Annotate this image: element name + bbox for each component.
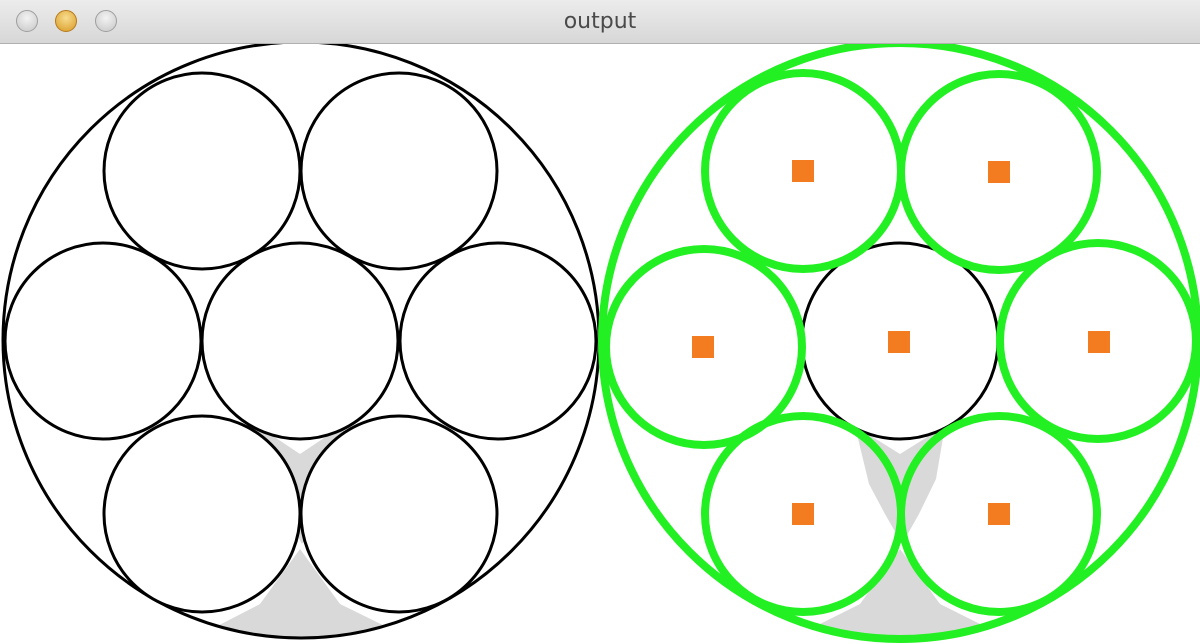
right-middle-left-detected-circle [602, 245, 806, 449]
output-canvas [0, 44, 1200, 644]
left-top-right-circle [299, 71, 499, 271]
left-bottom-lower-gap [198, 549, 405, 638]
right-bottom-right-detected-circle [897, 412, 1101, 616]
left-middle-right-circle [398, 241, 598, 441]
left-top-left-circle [102, 71, 302, 271]
left-middle-center-circle [200, 241, 400, 441]
left-bottom-left-circle [102, 414, 302, 614]
title-bar: output [0, 0, 1200, 44]
right-bottom-lower-gap [796, 549, 1004, 639]
window-title: output [563, 9, 637, 34]
zoom-icon[interactable] [95, 10, 117, 32]
left-circle-pack [1, 44, 601, 640]
center-marker-bottom-left [792, 503, 814, 525]
center-marker-top-left [792, 160, 814, 182]
circle-detection-output [1, 44, 1200, 643]
left-middle-left-circle [3, 241, 203, 441]
minimize-icon[interactable] [55, 10, 77, 32]
center-marker-middle-left [692, 336, 714, 358]
right-top-right-detected-circle [897, 70, 1101, 274]
right-circle-pack [598, 44, 1200, 643]
center-marker-middle-right [1088, 331, 1110, 353]
center-marker-center [888, 331, 910, 353]
center-marker-bottom-right [988, 503, 1010, 525]
center-marker-top-right [988, 161, 1010, 183]
left-bottom-right-circle [299, 414, 499, 614]
right-middle-right-detected-circle [996, 239, 1200, 443]
close-icon[interactable] [16, 10, 38, 32]
